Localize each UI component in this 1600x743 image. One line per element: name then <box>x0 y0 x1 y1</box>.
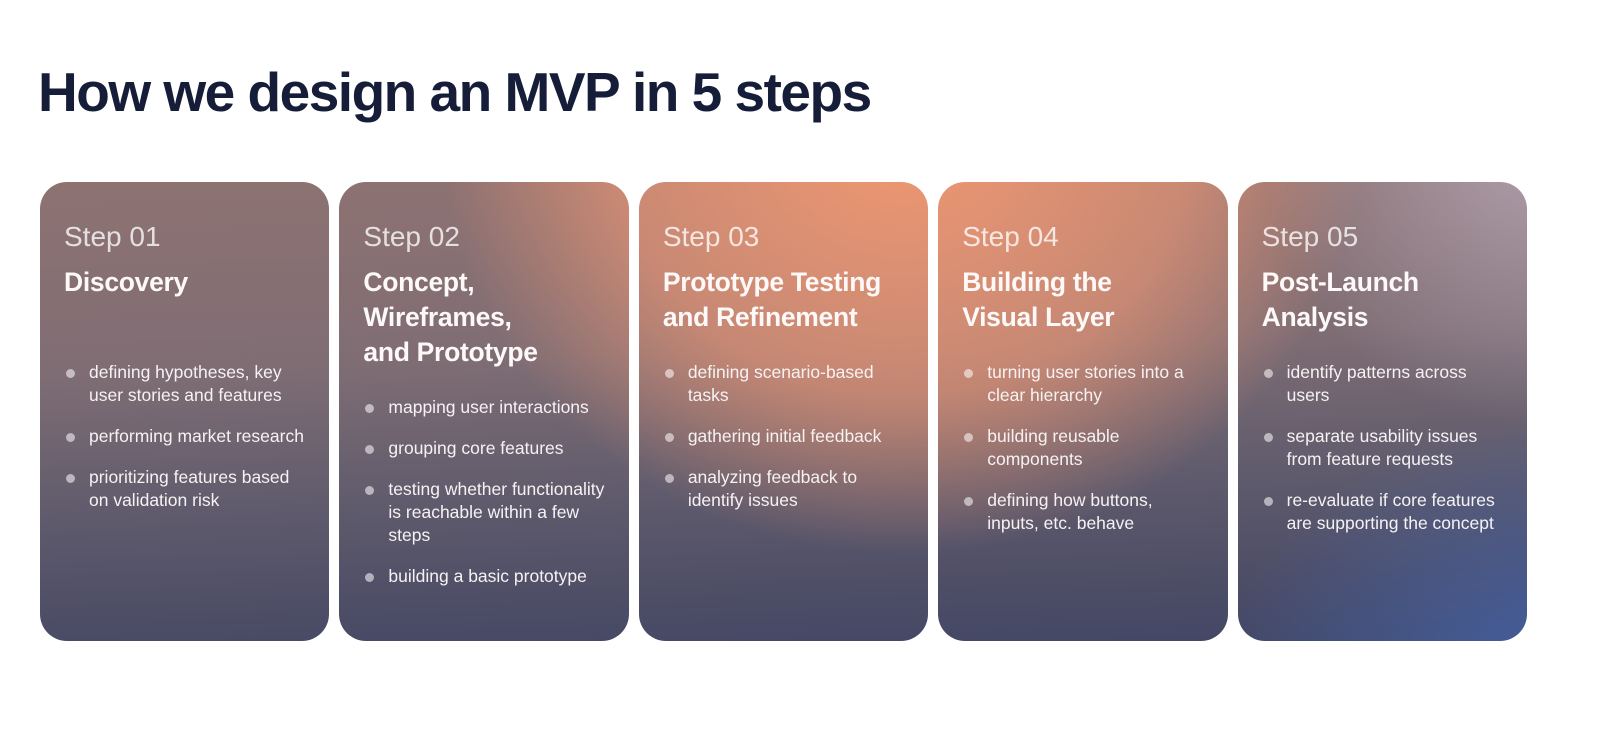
bullet-item: performing market research <box>64 425 305 448</box>
step-card-03: Step 03 Prototype Testing and Refinement… <box>639 182 928 641</box>
bullet-dot-icon <box>1263 368 1273 378</box>
bullet-dot-icon <box>964 432 974 442</box>
bullet-text: defining how buttons, inputs, etc. behav… <box>987 489 1153 533</box>
bullet-item: prioritizing features based on validatio… <box>64 466 305 512</box>
bullet-text: analyzing feedback to identify issues <box>687 466 858 510</box>
step-card-01: Step 01 Discovery defining hypotheses, k… <box>40 182 329 641</box>
bullet-item: defining hypotheses, key user stories an… <box>64 361 305 407</box>
step-title: Discovery <box>64 266 188 297</box>
bullet-item: defining scenario-based tasks <box>663 361 904 407</box>
bullet-item: building reusable components <box>962 425 1203 471</box>
bullet-item: analyzing feedback to identify issues <box>663 466 904 512</box>
bullet-dot-icon <box>365 485 375 495</box>
bullet-text: testing whether functionality is reachab… <box>388 478 605 545</box>
step-title: Prototype Testing and Refinement <box>662 266 882 332</box>
bullet-list: mapping user interactions grouping core f… <box>363 396 604 588</box>
bullet-list: identify patterns across users separate u… <box>1262 361 1503 535</box>
step-label: Step 03 <box>662 220 760 252</box>
bullet-text: mapping user interactions <box>388 396 589 417</box>
bullet-dot-icon <box>66 368 75 378</box>
bullet-item: gathering initial feedback <box>663 425 904 448</box>
bullet-dot-icon <box>664 473 674 483</box>
bullet-text: defining hypotheses, key user stories an… <box>89 361 282 405</box>
bullet-dot-icon <box>1263 432 1273 442</box>
bullet-item: re-evaluate if core features are support… <box>1262 489 1503 535</box>
bullet-item: mapping user interactions <box>363 396 604 419</box>
step-card-02: Step 02 Concept, Wireframes, and Prototy… <box>339 182 628 641</box>
bullet-item: identify patterns across users <box>1262 361 1503 407</box>
bullet-text: prioritizing features based on validatio… <box>89 466 290 510</box>
bullet-text: building reusable components <box>987 425 1120 469</box>
bullet-item: building a basic prototype <box>363 565 604 588</box>
infographic-page: How we design an MVP in 5 steps Step 01 … <box>38 61 1527 641</box>
bullet-text: re-evaluate if core features are support… <box>1286 489 1495 533</box>
step-label: Step 05 <box>1261 220 1359 252</box>
page-title: How we design an MVP in 5 steps <box>38 61 872 123</box>
bullet-dot-icon <box>66 432 75 442</box>
step-title: Concept, Wireframes, and Prototype <box>363 266 538 367</box>
bullet-item: turning user stories into a clear hierar… <box>962 361 1203 407</box>
steps-row: Step 01 Discovery defining hypotheses, k… <box>40 182 1527 641</box>
bullet-item: defining how buttons, inputs, etc. behav… <box>962 489 1203 535</box>
bullet-dot-icon <box>365 572 375 582</box>
bullet-item: testing whether functionality is reachab… <box>363 478 604 547</box>
bullet-dot-icon <box>365 403 375 413</box>
step-title: Building the Visual Layer <box>962 266 1115 332</box>
bullet-dot-icon <box>964 368 974 378</box>
step-label: Step 04 <box>962 220 1059 252</box>
bullet-list: defining hypotheses, key user stories an… <box>64 361 305 512</box>
step-label: Step 01 <box>64 220 161 252</box>
step-card-05: Step 05 Post-Launch Analysis identify pa… <box>1238 182 1527 641</box>
bullet-text: gathering initial feedback <box>687 425 882 446</box>
bullet-dot-icon <box>365 444 375 454</box>
bullet-dot-icon <box>66 473 75 483</box>
bullet-item: grouping core features <box>363 437 604 460</box>
bullet-text: turning user stories into a clear hierar… <box>987 361 1184 405</box>
step-card-04: Step 04 Building the Visual Layer turnin… <box>938 182 1227 641</box>
step-label: Step 02 <box>363 220 460 252</box>
bullet-dot-icon <box>664 368 674 378</box>
bullet-list: defining scenario-based tasks gathering i… <box>663 361 904 512</box>
bullet-text: identify patterns across users <box>1286 361 1467 405</box>
bullet-text: grouping core features <box>388 437 564 458</box>
bullet-dot-icon <box>964 496 974 506</box>
bullet-text: separate usability issues from feature r… <box>1286 425 1478 469</box>
bullet-dot-icon <box>664 432 674 442</box>
bullet-text: defining scenario-based tasks <box>687 361 874 405</box>
bullet-dot-icon <box>1263 496 1273 506</box>
bullet-item: separate usability issues from feature r… <box>1262 425 1503 471</box>
bullet-text: performing market research <box>89 425 304 446</box>
step-title: Post-Launch Analysis <box>1261 266 1419 332</box>
bullet-list: turning user stories into a clear hierar… <box>962 361 1203 535</box>
bullet-text: building a basic prototype <box>388 565 587 586</box>
